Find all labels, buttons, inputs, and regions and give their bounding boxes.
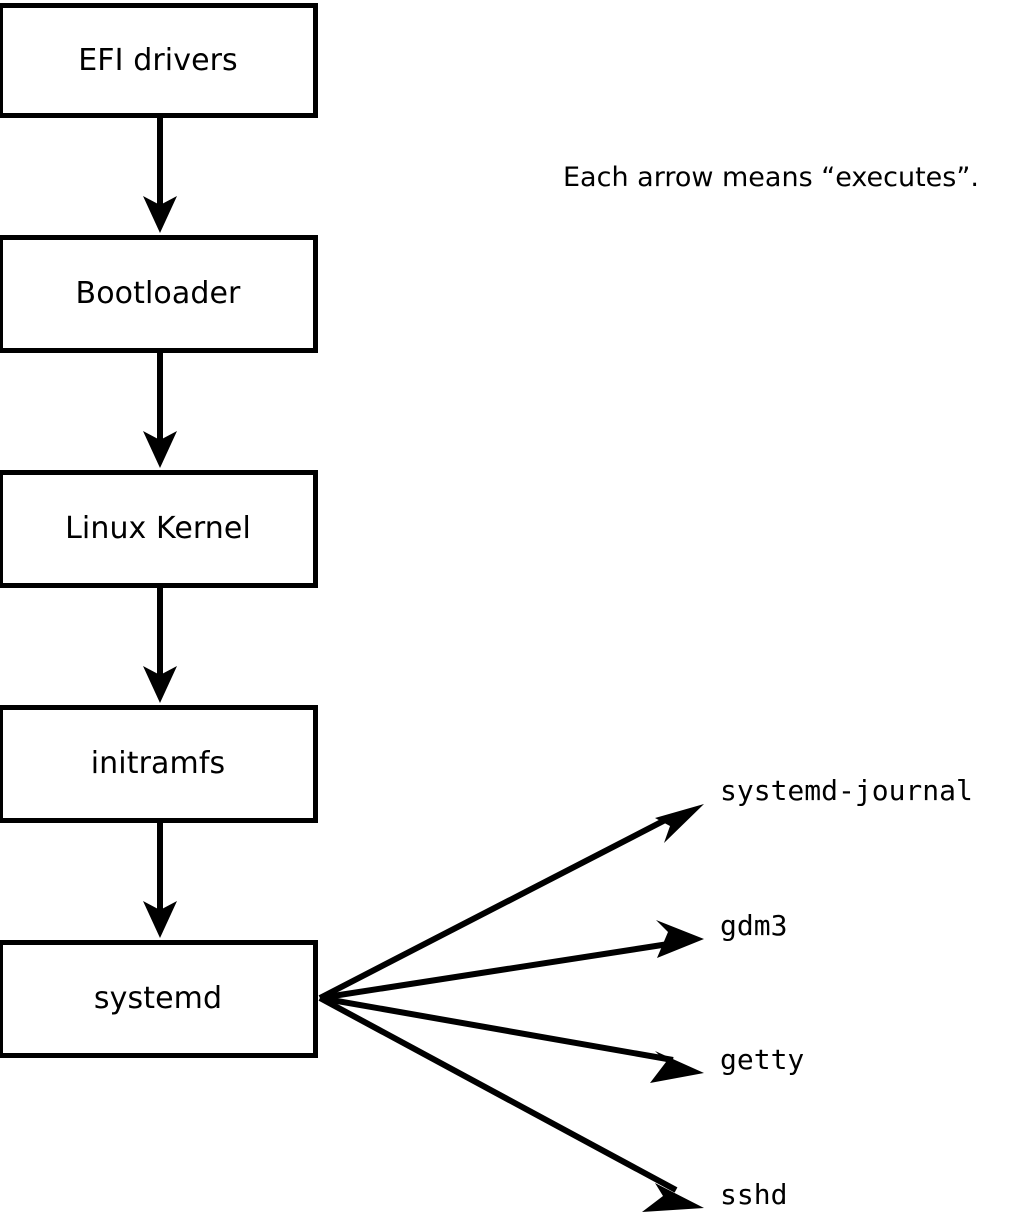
legend-note: Each arrow means “executes”. — [563, 162, 979, 193]
fanout-arrow-gdm3 — [319, 920, 704, 1001]
stage-box-systemd[interactable]: systemd — [0, 940, 318, 1058]
fanout-arrow-systemd-journal — [318, 804, 704, 1001]
stage-label-systemd: systemd — [93, 981, 223, 1016]
stage-label-initramfs: initramfs — [90, 746, 226, 781]
stage-box-linux-kernel[interactable]: Linux Kernel — [0, 470, 318, 588]
chain-arrow-bootloader-to-kernel — [143, 353, 177, 468]
service-label-getty: getty — [720, 1043, 805, 1076]
chain-arrow-efi-to-bootloader — [143, 118, 177, 233]
stage-label-efi-drivers: EFI drivers — [78, 42, 238, 78]
fanout-arrow-getty — [319, 995, 704, 1083]
stage-box-efi-drivers[interactable]: EFI drivers — [0, 3, 318, 118]
stage-label-linux-kernel: Linux Kernel — [65, 511, 251, 546]
service-label-sshd: sshd — [720, 1178, 788, 1211]
chain-arrow-initramfs-to-systemd — [143, 823, 177, 938]
stage-label-bootloader: Bootloader — [75, 276, 241, 311]
stage-box-initramfs[interactable]: initramfs — [0, 705, 318, 823]
chain-arrow-kernel-to-initramfs — [143, 588, 177, 703]
stage-box-bootloader[interactable]: Bootloader — [0, 235, 318, 353]
service-label-gdm3: gdm3 — [720, 909, 788, 942]
service-label-systemd-journal: systemd-journal — [720, 774, 973, 807]
fanout-arrow-sshd — [318, 995, 704, 1212]
